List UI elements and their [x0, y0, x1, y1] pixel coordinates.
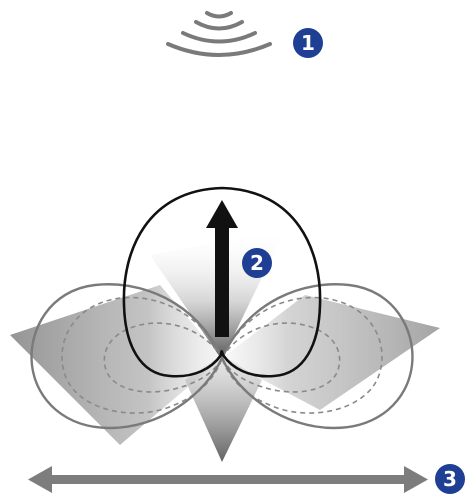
left-outer-lobe: [30, 283, 224, 430]
badge-1-label: 1: [301, 31, 315, 55]
outer-gray-lobes: [30, 283, 414, 430]
sound-wave-arc-3: [181, 31, 257, 44]
dashed-right-lobe-outer: [221, 296, 383, 414]
cardioid-pattern: [122, 186, 322, 378]
lower-beam-cone: [185, 355, 262, 462]
right-outer-lobe: [220, 283, 414, 430]
dashed-left-lobe-outer: [61, 296, 223, 414]
sound-waves-icon: [166, 11, 272, 57]
badge-3: 3: [435, 464, 465, 494]
left-beam-cone: [10, 285, 222, 445]
sound-wave-arc-4: [166, 42, 272, 57]
sound-wave-arc-2: [194, 20, 244, 31]
dashed-left-lobe-inner: [103, 322, 223, 393]
badge-2-label: 2: [250, 251, 264, 275]
dashed-inner-lobes: [61, 296, 383, 414]
dashed-right-lobe-inner: [221, 322, 341, 393]
double-arrow-icon: [28, 466, 428, 493]
badge-3-label: 3: [443, 467, 457, 491]
badge-2: 2: [242, 248, 272, 278]
badge-1: 1: [293, 28, 323, 58]
direction-arrow-icon: [206, 200, 238, 337]
sound-wave-arc-1: [205, 11, 233, 19]
